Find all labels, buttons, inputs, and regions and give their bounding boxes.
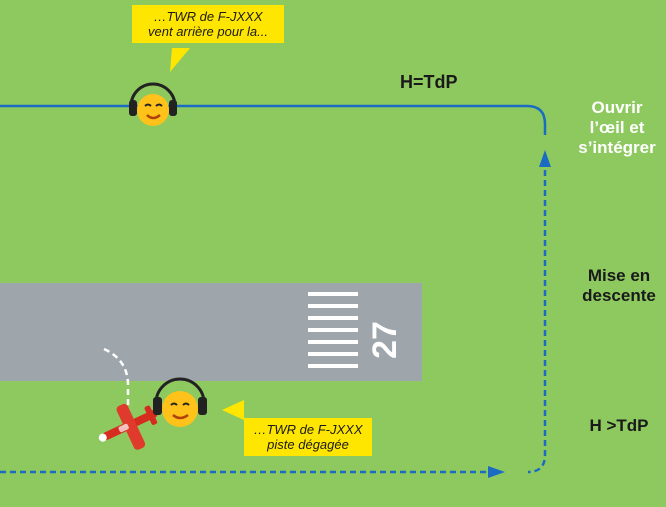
arrow-up-icon: [539, 150, 551, 167]
height-label-right: H >TdP: [572, 416, 666, 436]
runway: [0, 283, 422, 381]
base-route: [528, 160, 545, 472]
pilot-headset-icon: [153, 379, 207, 427]
bubble-tail-top: [170, 48, 190, 72]
pilot-headset-icon: [129, 84, 177, 126]
bubble-line: …TWR de F-JXXX: [140, 9, 276, 24]
runway-number: 27: [366, 321, 404, 359]
label-line: Ouvrir: [568, 98, 666, 118]
speech-bubble-downwind: …TWR de F-JXXX vent arrière pour la...: [132, 5, 284, 43]
arrow-right-icon: [488, 466, 505, 478]
bubble-tail-bottom: [222, 400, 244, 420]
label-line: descente: [572, 286, 666, 306]
downwind-route: [0, 106, 545, 135]
descent-label: Mise en descente: [572, 266, 666, 306]
label-line: l’œil et: [568, 118, 666, 138]
open-eye-label: Ouvrir l’œil et s’intégrer: [568, 98, 666, 158]
height-label-top: H=TdP: [400, 72, 490, 92]
label-line: s’intégrer: [568, 138, 666, 158]
speech-bubble-runway-clear: …TWR de F-JXXX piste dégagée: [244, 418, 372, 456]
label-line: Mise en: [572, 266, 666, 286]
bubble-line: …TWR de F-JXXX: [252, 422, 364, 437]
bubble-line: vent arrière pour la...: [140, 24, 276, 39]
bubble-line: piste dégagée: [252, 437, 364, 452]
